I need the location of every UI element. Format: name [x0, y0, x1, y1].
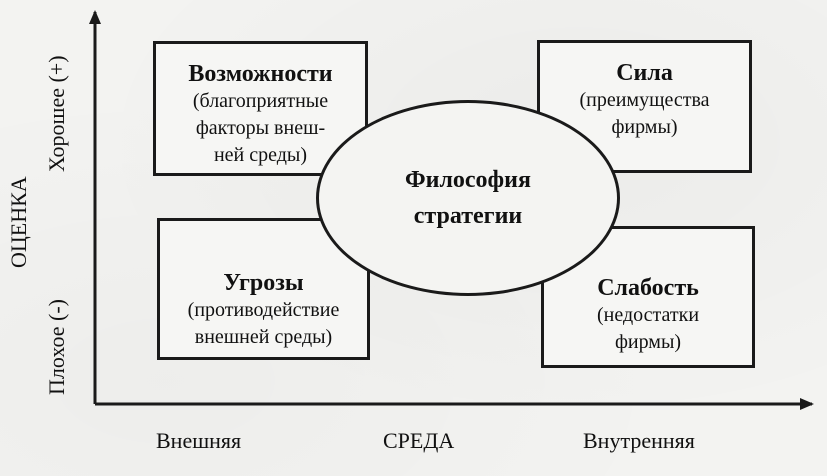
threats-desc-line-1: (противодействие [187, 299, 340, 321]
weakness-title: Слабость [597, 275, 699, 301]
opportunities-desc-line-1: (благоприятные [192, 90, 329, 112]
weakness-desc-line-2: фирмы) [614, 331, 682, 353]
strategy-philosophy-ellipse: Философия стратегии [316, 100, 620, 296]
x-axis-label-internal: Внутренняя [583, 428, 695, 453]
strength-desc-line-2: фирмы) [611, 116, 678, 138]
y-axis-label-bad: Плохое (-) [44, 299, 69, 395]
weakness-box: Слабость (недостатки фирмы) [541, 226, 755, 368]
opportunities-desc-line-2: факторы внеш- [195, 117, 326, 139]
y-axis-label-good: Хорошее (+) [44, 55, 69, 172]
strength-box: Сила (преимущества фирмы) [537, 40, 752, 173]
threats-title: Угрозы [223, 270, 304, 296]
x-axis-label-external: Внешняя [156, 428, 242, 453]
ellipse-line-2: стратегии [413, 203, 523, 229]
opportunities-title: Возможности [188, 61, 333, 87]
ellipse-line-1: Философия [405, 167, 531, 193]
y-axis-title: ОЦЕНКА [6, 176, 31, 268]
opportunities-desc-line-3: ней среды) [213, 144, 308, 166]
x-axis-title: СРЕДА [383, 428, 455, 453]
strength-title: Сила [616, 60, 673, 86]
strength-desc-line-1: (преимущества [579, 89, 710, 111]
opportunities-box: Возможности (благоприятные факторы внеш-… [153, 41, 368, 176]
threats-desc-line-2: внешней среды) [194, 326, 333, 348]
weakness-desc-line-1: (недостатки [596, 304, 700, 326]
